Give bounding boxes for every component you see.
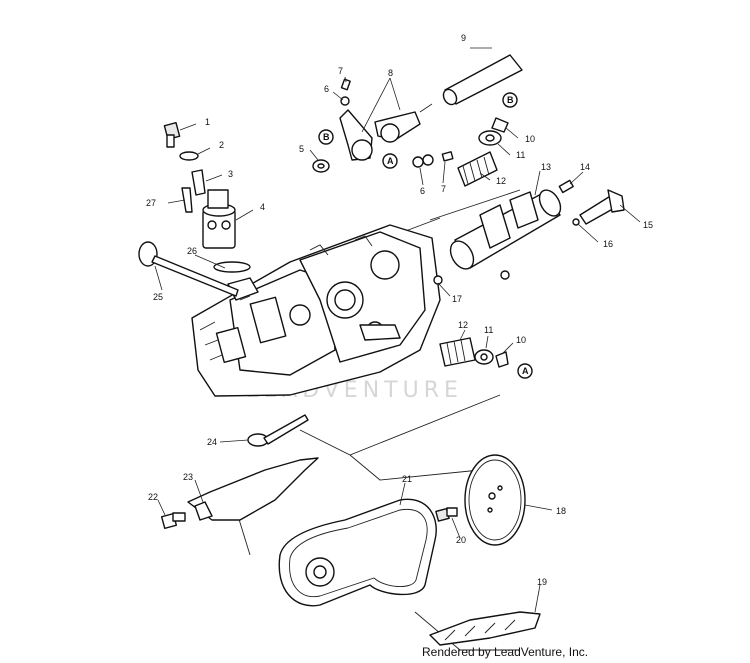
callout-24: 24 (207, 437, 217, 447)
part-20-bolt (435, 507, 458, 522)
callout-7b: 7 (441, 184, 446, 194)
marker-a-lower: A (522, 366, 529, 376)
callout-numbers: 1 2 3 4 5 6 6 7 7 8 9 10 10 11 11 12 12 … (146, 33, 653, 587)
callout-6a: 6 (324, 84, 329, 94)
callout-8: 8 (388, 68, 393, 78)
marker-b-left: B (323, 132, 330, 142)
callout-16: 16 (603, 239, 613, 249)
part-23-chain-guide (160, 457, 319, 530)
callout-3: 3 (228, 169, 233, 179)
callout-19: 19 (537, 577, 547, 587)
marker-a-upper: A (387, 156, 394, 166)
part-19-lower-guide (429, 611, 541, 646)
callout-10b: 10 (516, 335, 526, 345)
callout-21: 21 (402, 474, 412, 484)
callout-2: 2 (219, 140, 224, 150)
callout-15: 15 (643, 220, 653, 230)
callout-12a: 12 (496, 176, 506, 186)
bolts-1-2-3-27 (163, 121, 206, 213)
callout-27: 27 (146, 198, 156, 208)
part-4-tensioner (202, 189, 236, 249)
callout-14: 14 (580, 162, 590, 172)
guide-lines (229, 189, 521, 651)
callout-17: 17 (452, 294, 462, 304)
part-25-valve (138, 241, 251, 297)
part-21-cam-chain (278, 498, 437, 607)
callout-23: 23 (183, 472, 193, 482)
part-13-camshaft (433, 189, 562, 285)
parts-14-15-16 (558, 179, 625, 226)
part-18-sprocket (464, 454, 526, 546)
part-24-valve (247, 414, 309, 447)
render-credit: Rendered by LeadVenture, Inc. (422, 645, 589, 659)
part-9-tube (442, 47, 523, 106)
callout-12b: 12 (458, 320, 468, 330)
cylinder-head (191, 224, 441, 397)
callout-22: 22 (148, 492, 158, 502)
callout-25: 25 (153, 292, 163, 302)
reference-markers: B A B A (318, 92, 533, 379)
callout-20: 20 (456, 535, 466, 545)
callout-5: 5 (299, 144, 304, 154)
callout-18: 18 (556, 506, 566, 516)
callout-26: 26 (187, 246, 197, 256)
callout-9: 9 (461, 33, 466, 43)
callout-7a: 7 (338, 66, 343, 76)
callout-10a: 10 (525, 134, 535, 144)
callout-11a: 11 (516, 150, 525, 160)
callout-4: 4 (260, 202, 265, 212)
callout-11b: 11 (484, 325, 493, 335)
valve-spring-lower (439, 337, 509, 368)
valve-spring-upper (457, 117, 509, 187)
leader-lines (154, 76, 641, 613)
callout-6b: 6 (420, 186, 425, 196)
rocker-small-parts (312, 78, 454, 173)
marker-b-right: B (507, 95, 514, 105)
callout-1: 1 (205, 117, 210, 127)
callout-13: 13 (541, 162, 551, 172)
part-8-rocker-arms (339, 77, 433, 161)
